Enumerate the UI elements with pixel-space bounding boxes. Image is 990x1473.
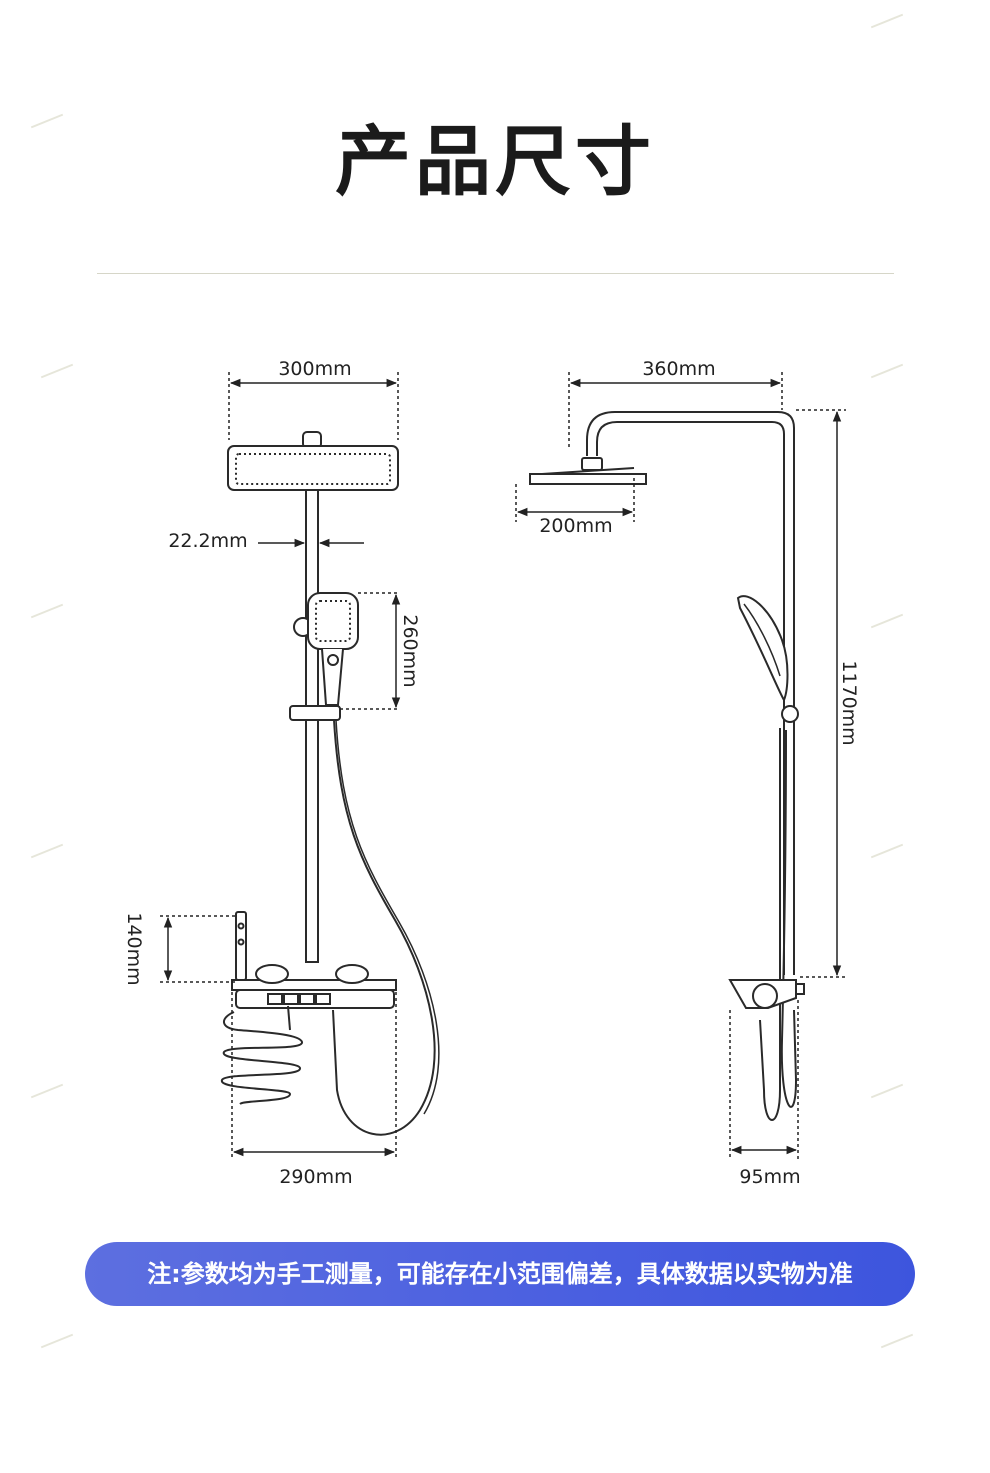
page-title: 产品尺寸 (335, 117, 655, 206)
hose (332, 719, 436, 1136)
dim-head-depth: 200mm (539, 515, 612, 537)
measurement-note: 注:参数均为手工测量，可能存在小范围偏差，具体数据以实物为准 (85, 1242, 915, 1306)
divider (97, 273, 894, 274)
dim-pipe-diameter: 22.2mm (168, 530, 247, 552)
front-view (220, 431, 440, 1136)
dim-shelf-width: 290mm (279, 1166, 352, 1188)
handheld-side (736, 595, 789, 703)
shower-arm (586, 411, 795, 975)
dim-head-width: 300mm (278, 358, 351, 380)
hose-side (780, 729, 798, 1108)
rain-head-side (529, 473, 647, 485)
side-view (529, 411, 805, 1121)
dim-shelf-height: 140mm (123, 912, 145, 985)
dim-arm-reach: 360mm (642, 358, 715, 380)
main-pipe (305, 489, 319, 963)
dim-handheld-length: 260mm (399, 614, 421, 687)
rain-shower-head (227, 431, 399, 491)
dim-shelf-depth: 95mm (739, 1166, 800, 1188)
coil-hose (220, 1011, 304, 1105)
thermostatic-shelf (231, 911, 397, 1009)
dim-total-height: 1170mm (838, 660, 860, 745)
hand-shower (289, 592, 359, 721)
